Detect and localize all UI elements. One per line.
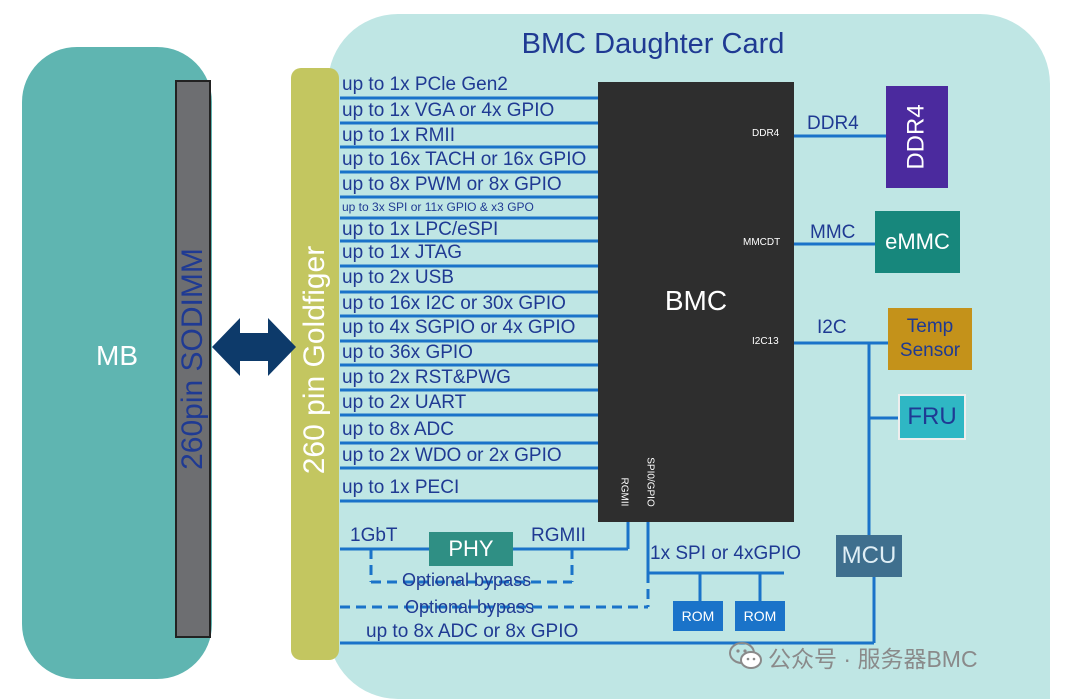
signal-lines <box>340 96 598 503</box>
bus-label-rgmii: RGMII <box>531 525 586 546</box>
peripheral-lines <box>340 134 898 645</box>
signal-label: up to 1x VGA or 4x GPIO <box>342 100 555 121</box>
signal-label: up to 4x SGPIO or 4x GPIO <box>342 317 576 338</box>
bus-label-ddr4: DDR4 <box>807 113 859 134</box>
bus-label-spi: 1x SPI or 4xGPIO <box>650 543 801 564</box>
goldfinger-connector <box>291 68 339 660</box>
signal-label: up to 36x GPIO <box>342 342 473 363</box>
signal-label: up to 16x TACH or 16x GPIO <box>342 149 587 170</box>
ddr4-module-label: DDR4 <box>903 104 930 170</box>
signal-label: up to 1x JTAG <box>342 242 463 263</box>
signal-label: up to 1x RMII <box>342 125 455 146</box>
signal-label: up to 1x PECI <box>342 477 460 498</box>
signal-label: up to 16x I2C or 30x GPIO <box>342 293 566 314</box>
signal-label: up to 2x RST&PWG <box>342 367 511 388</box>
bmc-chip <box>598 82 794 522</box>
pin-spi-gpio: SPI0/GPIO <box>644 457 656 507</box>
signal-label: up to 3x SPI or 11x GPIO & x3 GPO <box>342 200 534 214</box>
temp-sensor: Temp Sensor <box>888 308 972 370</box>
bmc-label: BMC <box>664 285 728 316</box>
double-arrow-icon <box>212 318 296 376</box>
fru-module: FRU <box>898 394 966 440</box>
temp-sensor-line1: Temp <box>906 316 954 337</box>
pin-mmcdt: MMCDT <box>743 237 781 248</box>
rom-module-1: ROM <box>673 601 723 631</box>
bus-label-i2c: I2C <box>817 317 847 338</box>
signal-label: up to 8x PWM or 8x GPIO <box>342 174 562 195</box>
mb-label: MB <box>96 340 138 371</box>
pin-ddr4: DDR4 <box>752 128 780 139</box>
temp-sensor-line2: Sensor <box>899 340 961 361</box>
ddr4-module: DDR4 <box>886 86 948 188</box>
signal-label: up to 2x WDO or 2x GPIO <box>342 445 562 466</box>
phy-module: PHY <box>429 532 513 566</box>
wechat-icon <box>729 642 762 669</box>
watermark-text: 公众号 · 服务器BMC <box>768 646 978 672</box>
pin-rgmii: RGMII <box>618 477 630 507</box>
mcu-module: MCU <box>836 535 902 577</box>
signal-label: up to 1x LPC/eSPI <box>342 219 499 240</box>
signal-label: up to 8x ADC <box>342 419 454 440</box>
bypass-lines <box>340 549 650 609</box>
emmc-module: eMMC <box>875 211 960 273</box>
signal-label: up to 1x PCle Gen2 <box>342 74 508 95</box>
signal-label: up to 2x UART <box>342 392 467 413</box>
bypass-label-1: Optional bypass <box>402 570 532 590</box>
signal-label: up to 2x USB <box>342 267 454 288</box>
bus-label-mmc: MMC <box>810 222 856 243</box>
bus-label-1gbt: 1GbT <box>350 525 398 546</box>
bottom-signal-label: up to 8x ADC or 8x GPIO <box>366 621 579 642</box>
sodimm-connector <box>175 80 211 638</box>
rom-module-2: ROM <box>735 601 785 631</box>
card-title: BMC Daughter Card <box>521 28 785 60</box>
pin-i2c13: I2C13 <box>752 336 779 347</box>
bypass-label-2: Optional bypass <box>405 597 535 617</box>
